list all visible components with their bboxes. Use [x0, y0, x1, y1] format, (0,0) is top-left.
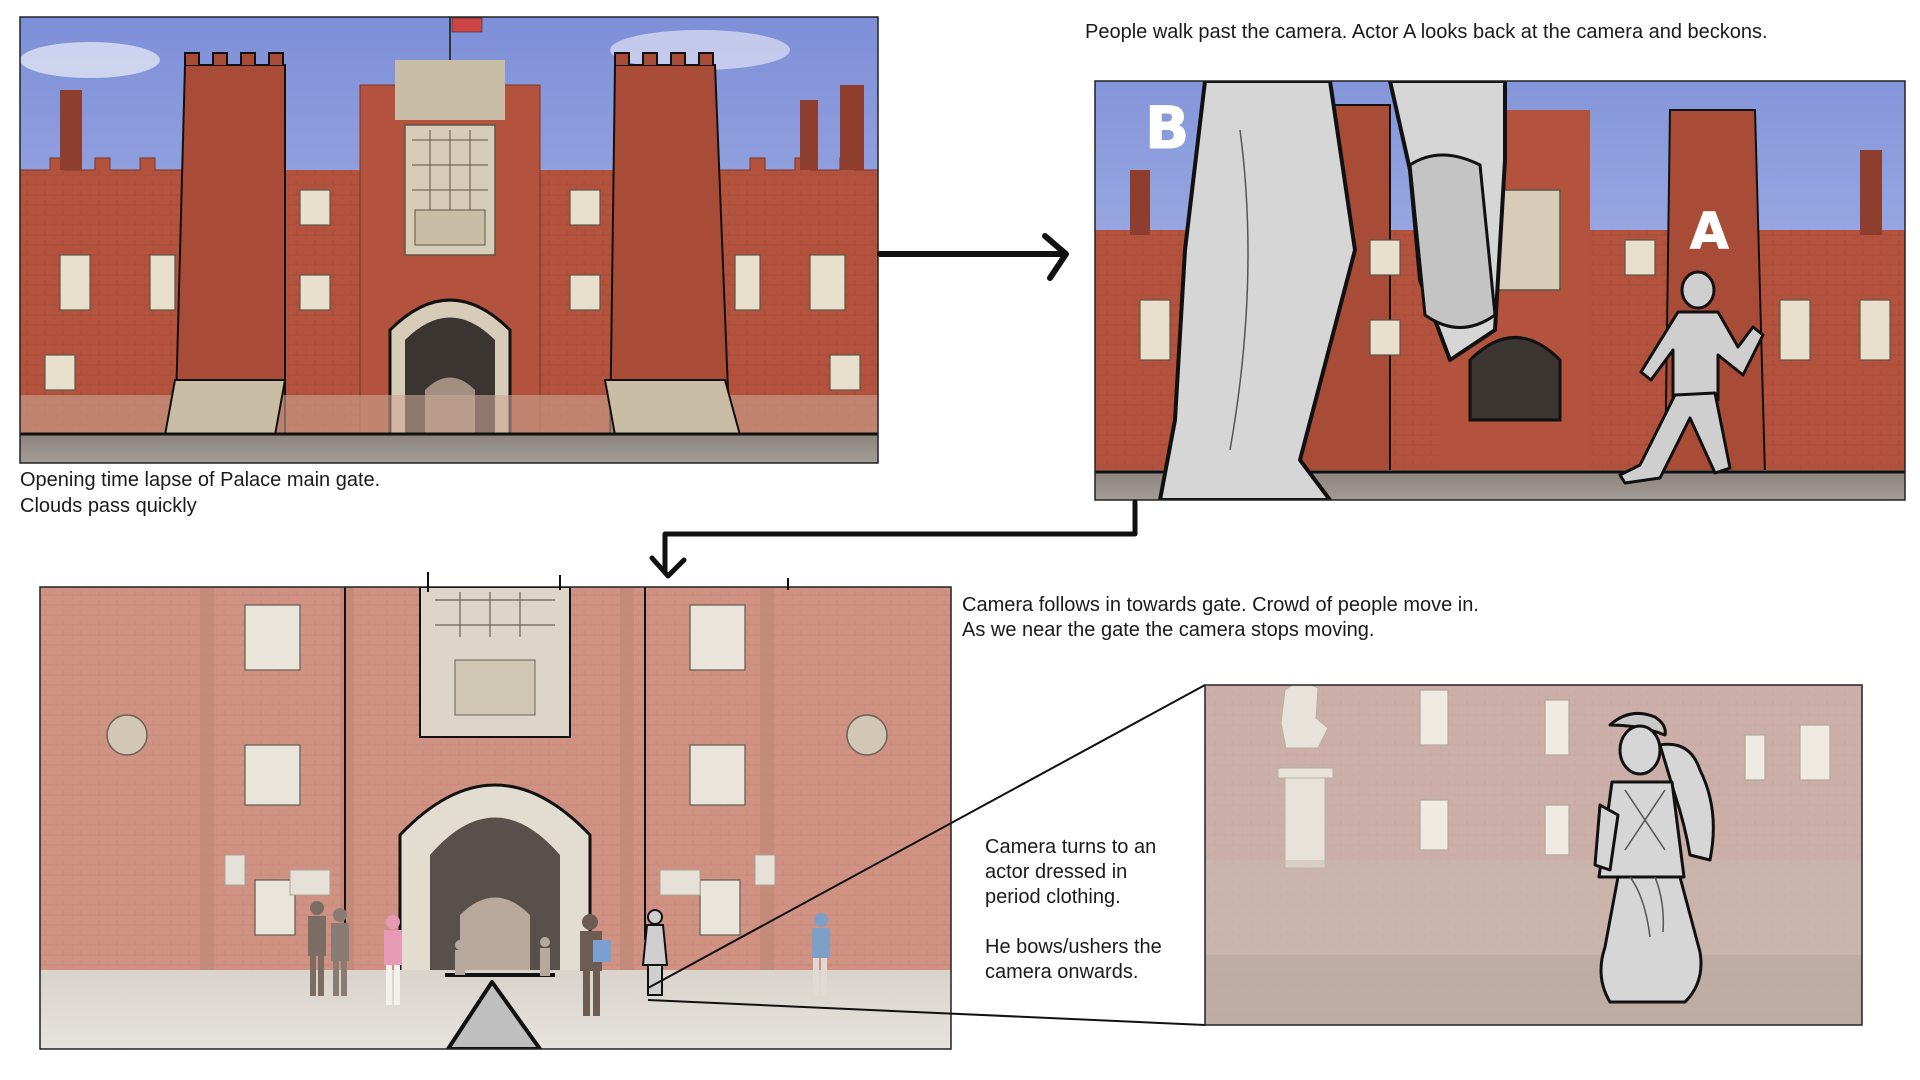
panel-4-border: [1204, 684, 1863, 1026]
label-a-marker: A: [1690, 202, 1729, 260]
panel-1-caption-line-1: Opening time lapse of Palace main gate.: [20, 469, 381, 491]
panel-2-frame: B A: [1095, 81, 1905, 500]
panel-3-border: [39, 586, 952, 1050]
period-actor-figure: [1593, 711, 1715, 1004]
period-actor-small: [641, 909, 669, 996]
panel-1-frame: [20, 17, 878, 463]
panel-3-caption-line-2: As we near the gate the camera stops mov…: [962, 619, 1375, 641]
arrow-down-icon: [649, 499, 1138, 579]
panel-3-frame: [40, 587, 951, 1049]
panel-4-frame: [1205, 685, 1862, 1025]
panel-4-caption-line-1: Camera turns to an: [985, 836, 1157, 858]
panel-1-border: [19, 16, 879, 464]
panel-1-caption-line-2: Clouds pass quickly: [20, 495, 197, 517]
zoom-connector-lines: [647, 684, 1206, 1026]
panel-4-caption-line-3: period clothing.: [985, 886, 1121, 908]
arrow-right-icon: [877, 233, 1069, 281]
crowd-figures: [308, 901, 830, 1016]
panel-4-caption-line-4: He bows/ushers the: [985, 936, 1162, 958]
panel-4-caption-line-5: camera onwards.: [985, 961, 1139, 983]
panel-4-caption: Camera turns to an actor dressed in peri…: [985, 835, 1162, 985]
actor-a-figure: [1618, 270, 1765, 485]
caption-spacer: [985, 910, 1162, 935]
panel-4-caption-line-2: actor dressed in: [985, 861, 1128, 883]
panel-2-border: [1094, 80, 1906, 501]
panel-2-caption: People walk past the camera. Actor A loo…: [1085, 21, 1768, 43]
panel-3-caption-line-1: Camera follows in towards gate. Crowd of…: [962, 594, 1479, 616]
label-b-marker: B: [1145, 94, 1189, 162]
